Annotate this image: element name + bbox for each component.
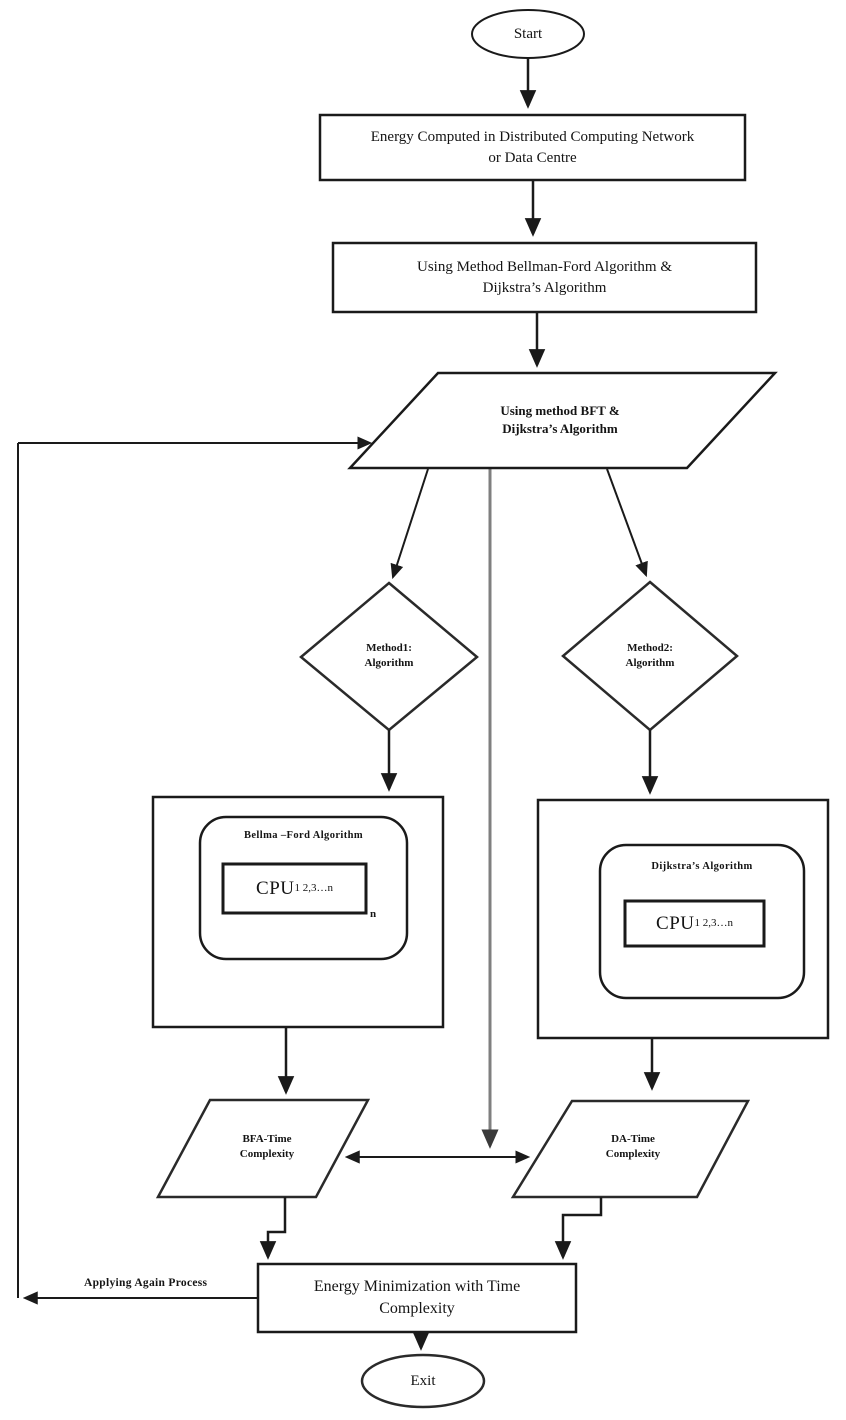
energy-minimization-box: [256, 1262, 578, 1334]
step1-box: [318, 113, 747, 182]
applying-again-label: Applying Again Process: [84, 1277, 208, 1289]
energy-minimization-label: Energy Minimization with Time Complexity: [313, 1278, 521, 1317]
dijkstra-title: Dijkstra’s Algorithm: [651, 860, 753, 872]
method2-label: Method2: Algorithm: [625, 642, 675, 669]
exit-terminator: [360, 1353, 486, 1409]
bellman-cpu-main: CPU: [256, 877, 295, 899]
start-label: Start: [513, 25, 543, 42]
arrow-io1-to-method1: [390, 468, 429, 580]
method1-label: Method1: Algorithm: [364, 642, 414, 669]
bfa-time-label: BFA-Time Complexity: [239, 1133, 295, 1160]
io1-parallelogram: [347, 371, 778, 470]
bfa-time-parallelogram: [155, 1098, 371, 1199]
connector-bfa-to-energy-min: [259, 1197, 287, 1260]
dijkstra-cpu-subscript: 1 2,3…n: [694, 917, 733, 930]
bellman-outer-subscript: n: [370, 908, 377, 920]
da-time-label: DA-Time Complexity: [605, 1133, 661, 1160]
io1-label: Using method BFT & Dijkstra’s Algorithm: [500, 403, 620, 436]
bellman-cpu-subscript: 1 2,3…n: [294, 882, 333, 895]
dijkstra-cpu-main: CPU: [656, 912, 695, 934]
arrow-io1-to-method2: [606, 468, 648, 578]
bellman-title: Bellma –Ford Algorithm: [243, 829, 364, 841]
bellman-cpu-box: [221, 862, 368, 915]
step1-label: Energy Computed in Distributed Computing…: [370, 129, 695, 166]
step2-label: Using Method Bellman-Ford Algorithm & Di…: [417, 259, 672, 296]
step2-box: [331, 241, 758, 314]
dijkstra-cpu-box: [623, 899, 766, 948]
da-time-parallelogram: [510, 1099, 751, 1199]
connector-da-to-energy-min: [554, 1197, 603, 1260]
exit-label: Exit: [410, 1372, 436, 1389]
